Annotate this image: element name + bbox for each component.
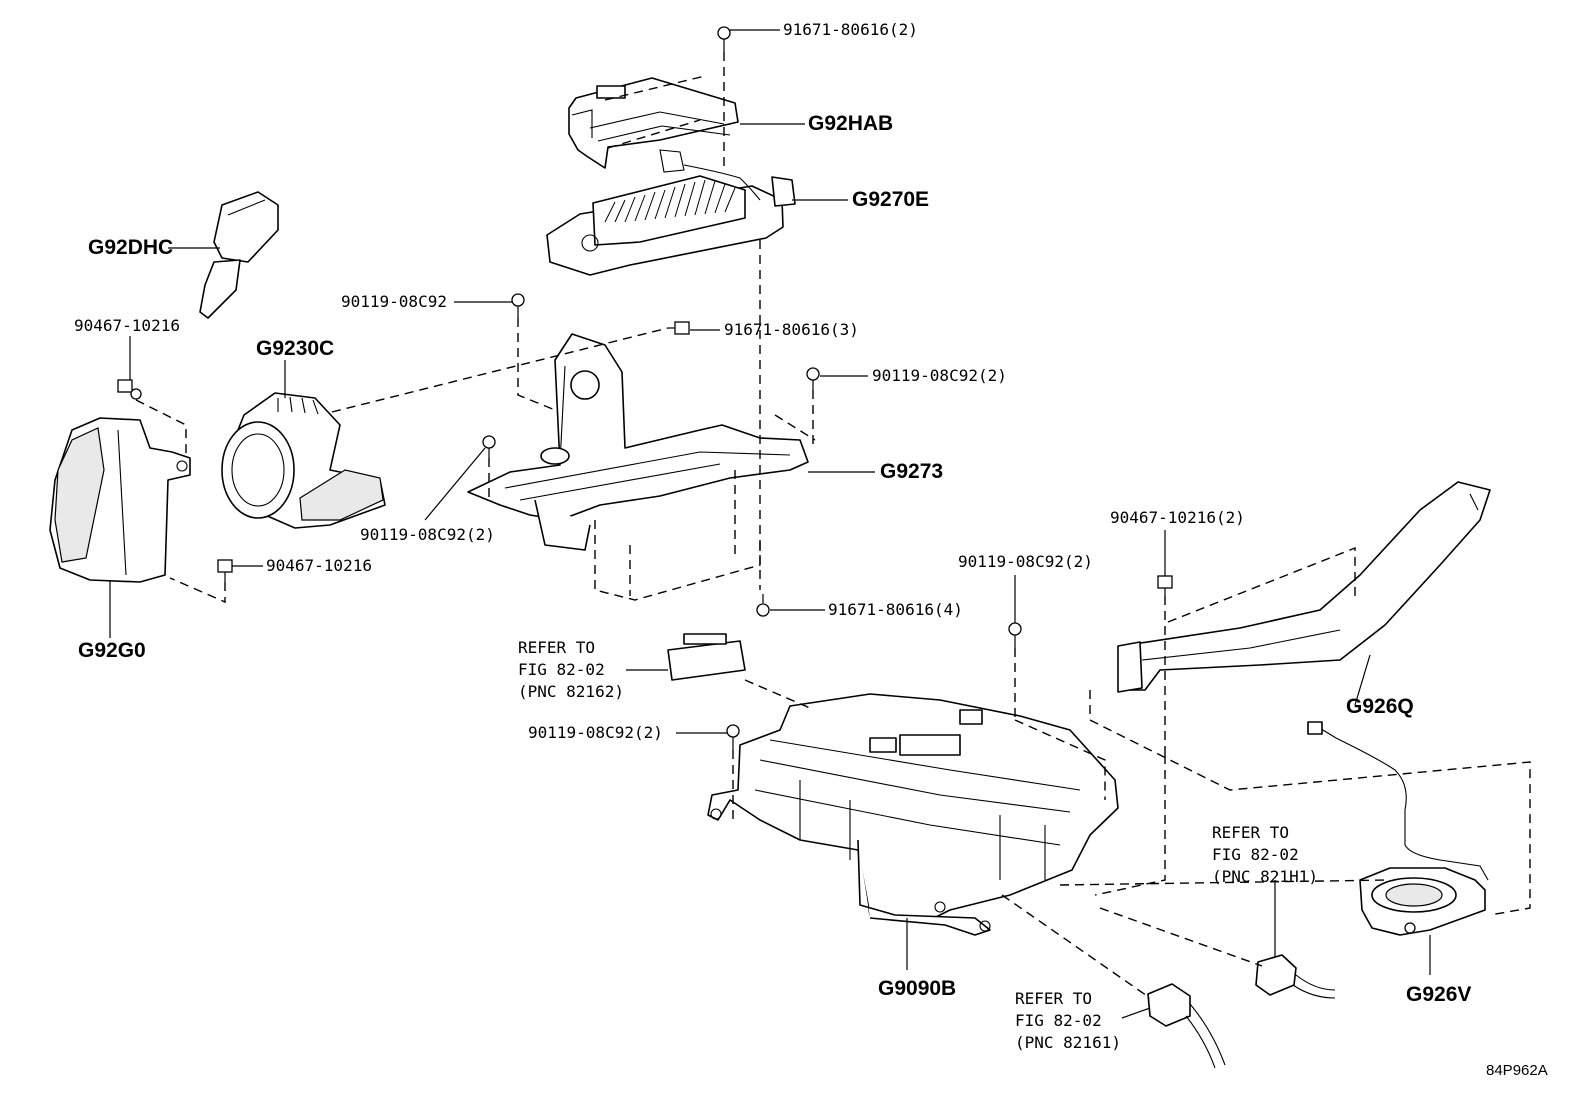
refer-line: REFER TO: [518, 638, 595, 657]
clip-icon[interactable]: [217, 559, 233, 582]
bolt-icon[interactable]: [756, 594, 770, 617]
label-bolt-91671-4: 91671-80616(4): [828, 600, 963, 619]
refer-line: (PNC 82162): [518, 682, 624, 701]
clip-icon[interactable]: [1157, 575, 1173, 596]
duct-g92g0[interactable]: [49, 417, 191, 583]
refer-line: (PNC 82161): [1015, 1033, 1121, 1052]
label-bolt-top: 91671-80616(2): [783, 20, 918, 39]
connector-82162[interactable]: [667, 633, 746, 681]
label-g9230c: G9230C: [256, 337, 334, 360]
bolt-icon[interactable]: [668, 321, 690, 335]
bracket-g9273[interactable]: [467, 333, 809, 551]
connector-821h1[interactable]: [1255, 954, 1336, 999]
clip-icon[interactable]: [117, 379, 142, 400]
refer-line: FIG 82-02: [1212, 845, 1299, 864]
alignment-lines: [135, 52, 1531, 999]
leader-lines: [109, 29, 1431, 1019]
fan-g926v[interactable]: [1307, 721, 1489, 936]
label-bolt-90119-a: 90119-08C92: [341, 292, 447, 311]
label-bolt-90119-2d: 90119-08C92(2): [528, 723, 663, 742]
label-g92dhc: G92DHC: [88, 236, 173, 259]
label-g9270e: G9270E: [852, 188, 929, 211]
figure-id: 84P962A: [1486, 1062, 1548, 1079]
connector-82161[interactable]: [1147, 983, 1226, 1069]
label-clip-90467-b: 90467-10216: [266, 556, 372, 575]
refer-line: REFER TO: [1015, 989, 1092, 1008]
bolt-icon[interactable]: [482, 435, 496, 458]
refer-line: FIG 82-02: [1015, 1011, 1102, 1030]
label-bolt-91671-3: 91671-80616(3): [724, 320, 859, 339]
label-clip-90467-2: 90467-10216(2): [1110, 508, 1245, 527]
duct-g92dhc[interactable]: [199, 191, 279, 319]
label-g9273: G9273: [880, 460, 943, 483]
label-g926q: G926Q: [1346, 695, 1414, 718]
label-g92g0: G92G0: [78, 639, 146, 662]
label-bolt-90119-2a: 90119-08C92(2): [872, 366, 1007, 385]
refer-line: (PNC 821H1): [1212, 867, 1318, 886]
bracket-g92hab[interactable]: [568, 77, 739, 169]
refer-line: REFER TO: [1212, 823, 1289, 842]
refer-note-82161[interactable]: REFER TO FIG 82-02 (PNC 82161): [1015, 989, 1121, 1052]
module-g9270e[interactable]: [546, 149, 796, 276]
bolt-icon[interactable]: [1008, 622, 1022, 648]
label-g9090b: G9090B: [878, 977, 956, 1000]
blower-g9230c[interactable]: [221, 392, 386, 529]
label-g92hab: G92HAB: [808, 112, 893, 135]
bolt-icon[interactable]: [511, 293, 525, 318]
label-bolt-90119-2b: 90119-08C92(2): [360, 525, 495, 544]
label-clip-90467-a: 90467-10216: [74, 316, 180, 335]
assembly-g9090b[interactable]: [707, 693, 1119, 936]
label-bolt-90119-2c: 90119-08C92(2): [958, 552, 1093, 571]
bolt-icon[interactable]: [726, 724, 740, 750]
refer-note-821h1[interactable]: REFER TO FIG 82-02 (PNC 821H1): [1212, 823, 1318, 886]
refer-note-82162[interactable]: REFER TO FIG 82-02 (PNC 82162): [518, 638, 624, 701]
label-g926v: G926V: [1406, 983, 1471, 1006]
duct-g926q[interactable]: [1117, 481, 1491, 693]
bolt-icon[interactable]: [717, 26, 731, 52]
bolt-icon[interactable]: [806, 367, 820, 390]
refer-line: FIG 82-02: [518, 660, 605, 679]
